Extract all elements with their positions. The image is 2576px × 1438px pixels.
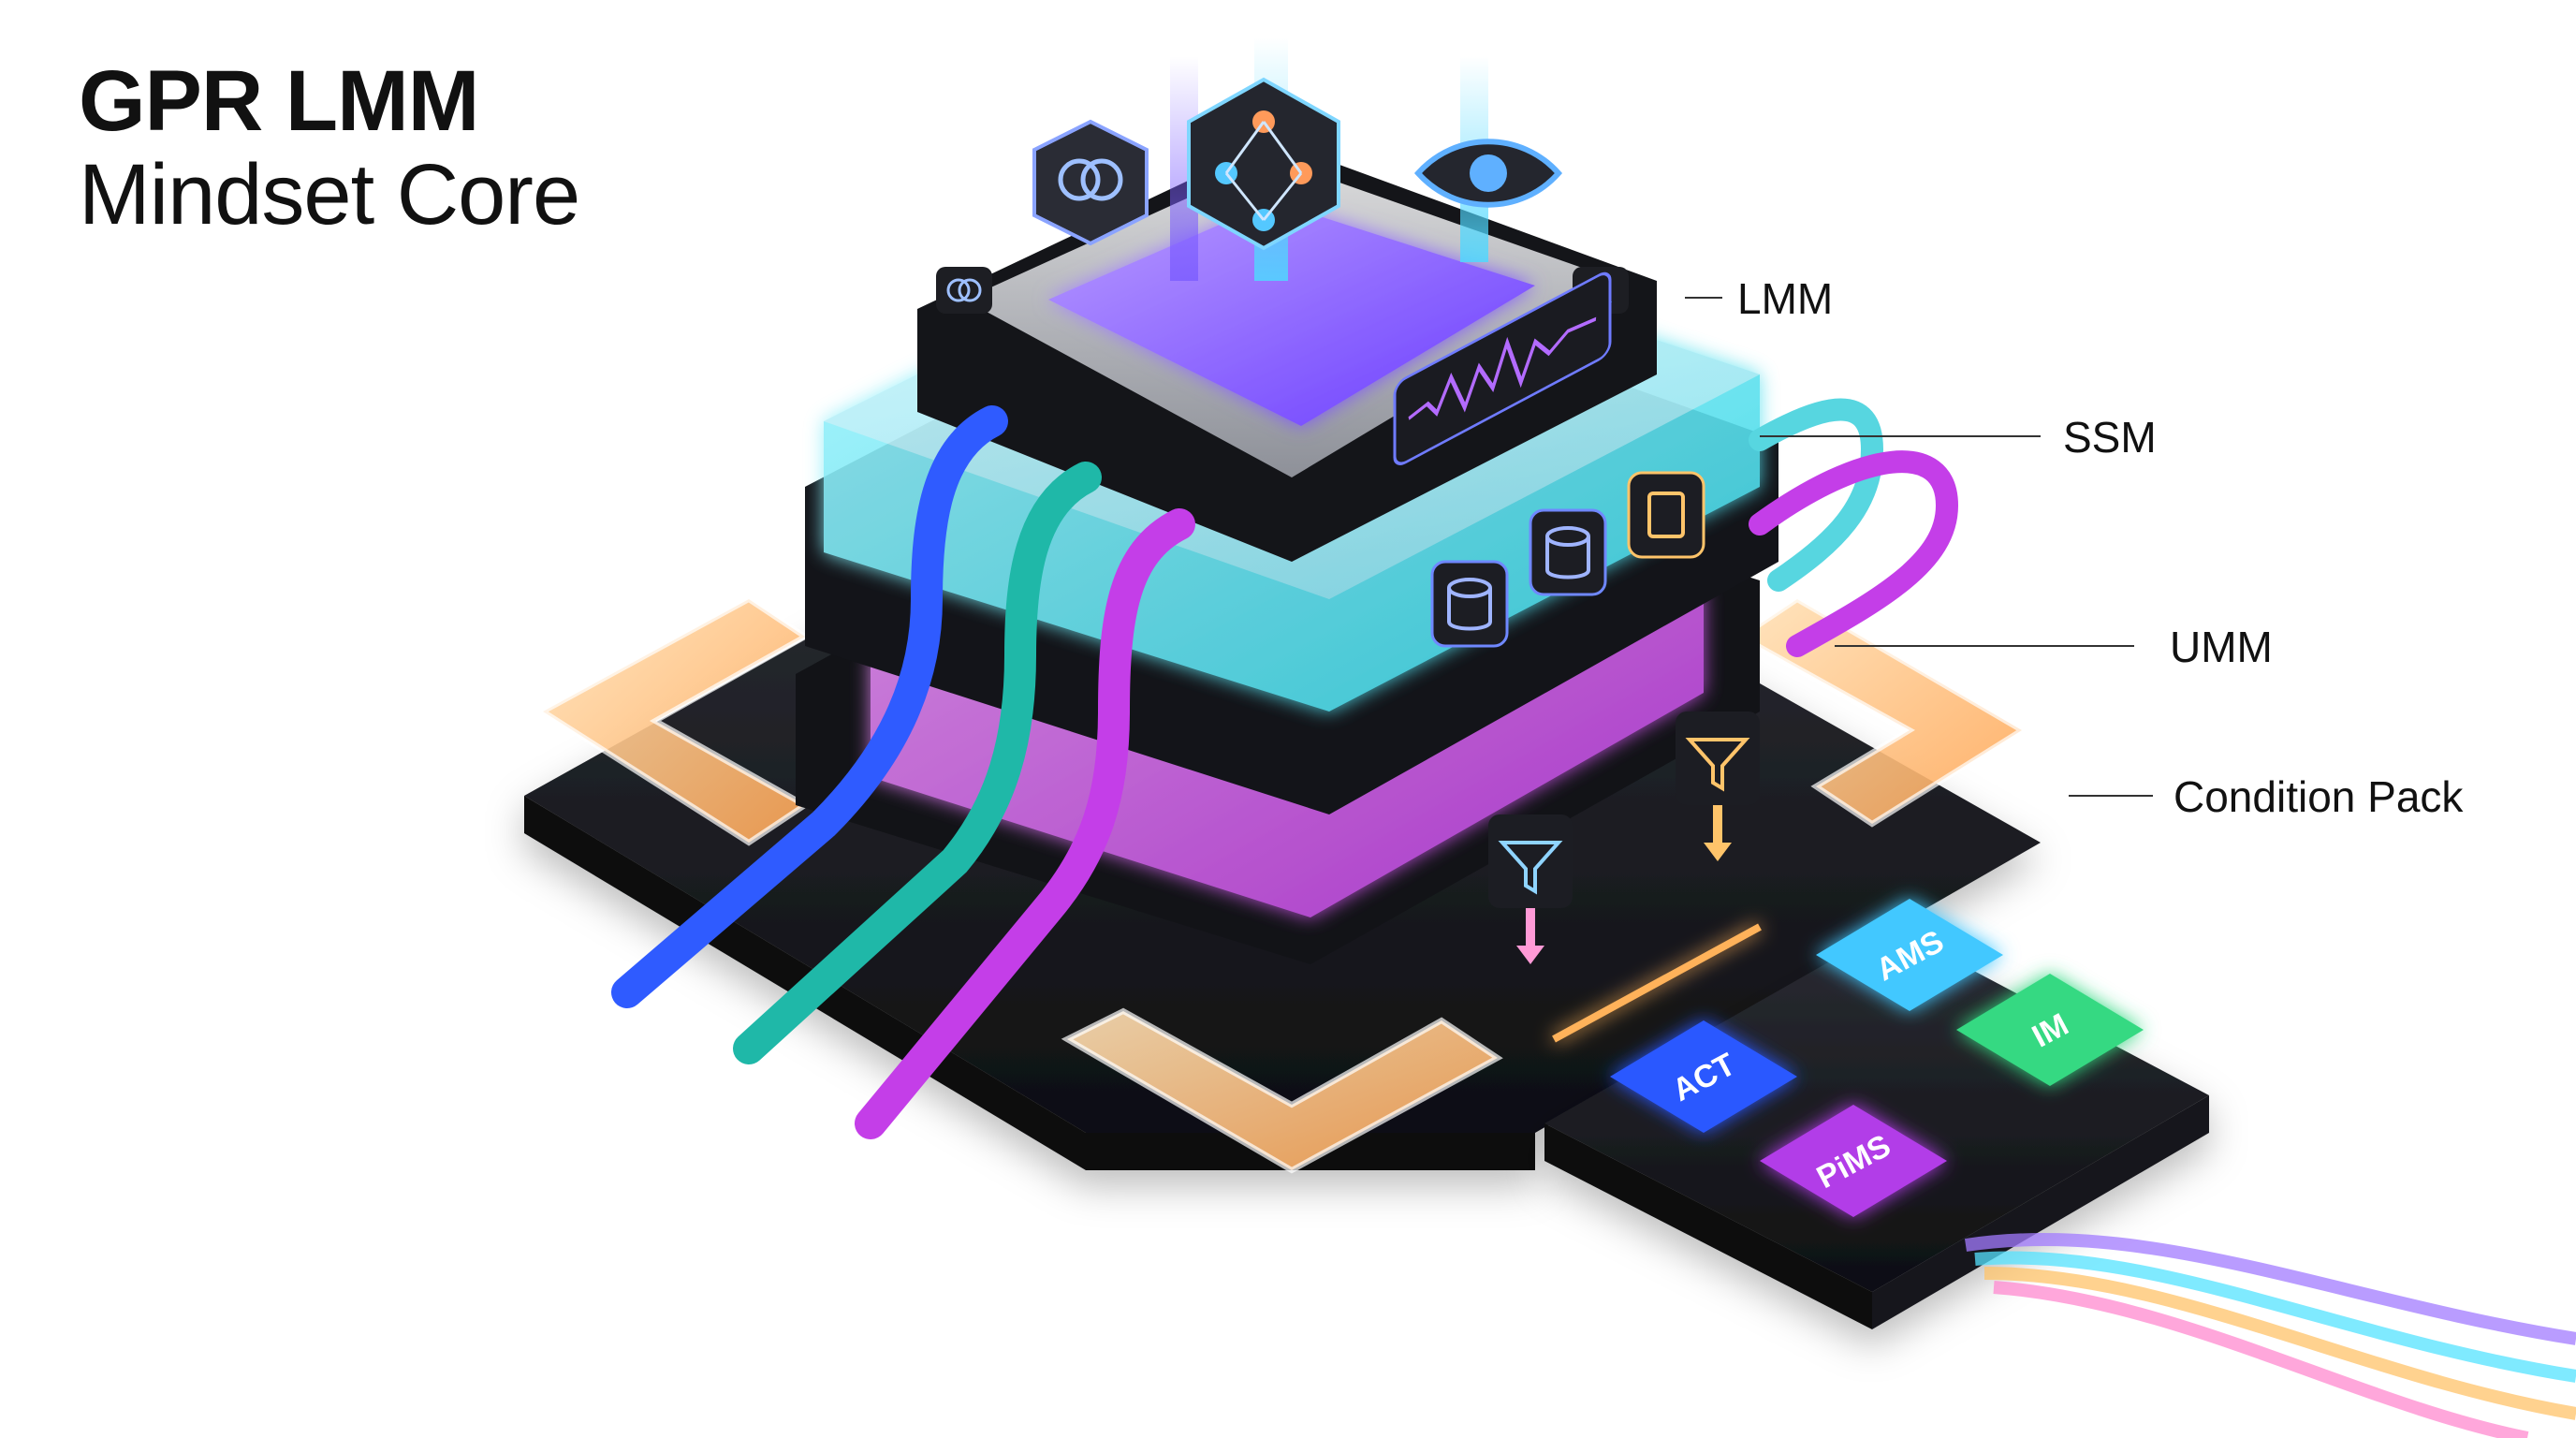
module-key-ams[interactable]: AMS (1816, 899, 2003, 1011)
cable-magenta-loop (1749, 450, 1959, 657)
orange-corner-left (537, 595, 811, 846)
module-key-im[interactable]: IM (1956, 974, 2144, 1086)
brain-icon-small (936, 267, 992, 314)
layer-label-ssm: SSM (2063, 413, 2157, 462)
cable-teal (733, 462, 1102, 1064)
module-key-pims[interactable]: PiMS (1760, 1105, 1947, 1217)
eye-icon (1413, 139, 1563, 208)
database-icon-2 (1529, 508, 1607, 596)
memory-card-icon (1627, 471, 1705, 559)
network-cube-icon (1187, 77, 1340, 251)
cable-blue (611, 405, 1008, 1008)
database-icon (1430, 560, 1509, 648)
title-line-1: GPR LMM (79, 53, 479, 149)
orange-corner-front (1061, 1007, 1503, 1174)
cable-magenta (855, 508, 1195, 1139)
diagram-title: GPR LMM Mindset Core (79, 53, 580, 242)
funnel-icon (1488, 814, 1573, 964)
layer-label-lmm: LMM (1737, 274, 1834, 323)
orange-track (1552, 923, 1762, 1043)
waveform-icon (1393, 271, 1612, 465)
funnel-icon-2 (1676, 712, 1760, 861)
lmm-layer (917, 37, 1657, 562)
layer-label-condition-pack: Condition Pack (2174, 772, 2464, 821)
light-fibers (1964, 1233, 2576, 1438)
cable-cyan-loop (1749, 398, 1884, 592)
brain-icon (1032, 119, 1149, 246)
layer-label-umm: UMM (2170, 623, 2273, 671)
module-key-act[interactable]: ACT (1610, 1020, 1797, 1133)
title-line-2: Mindset Core (79, 147, 580, 242)
